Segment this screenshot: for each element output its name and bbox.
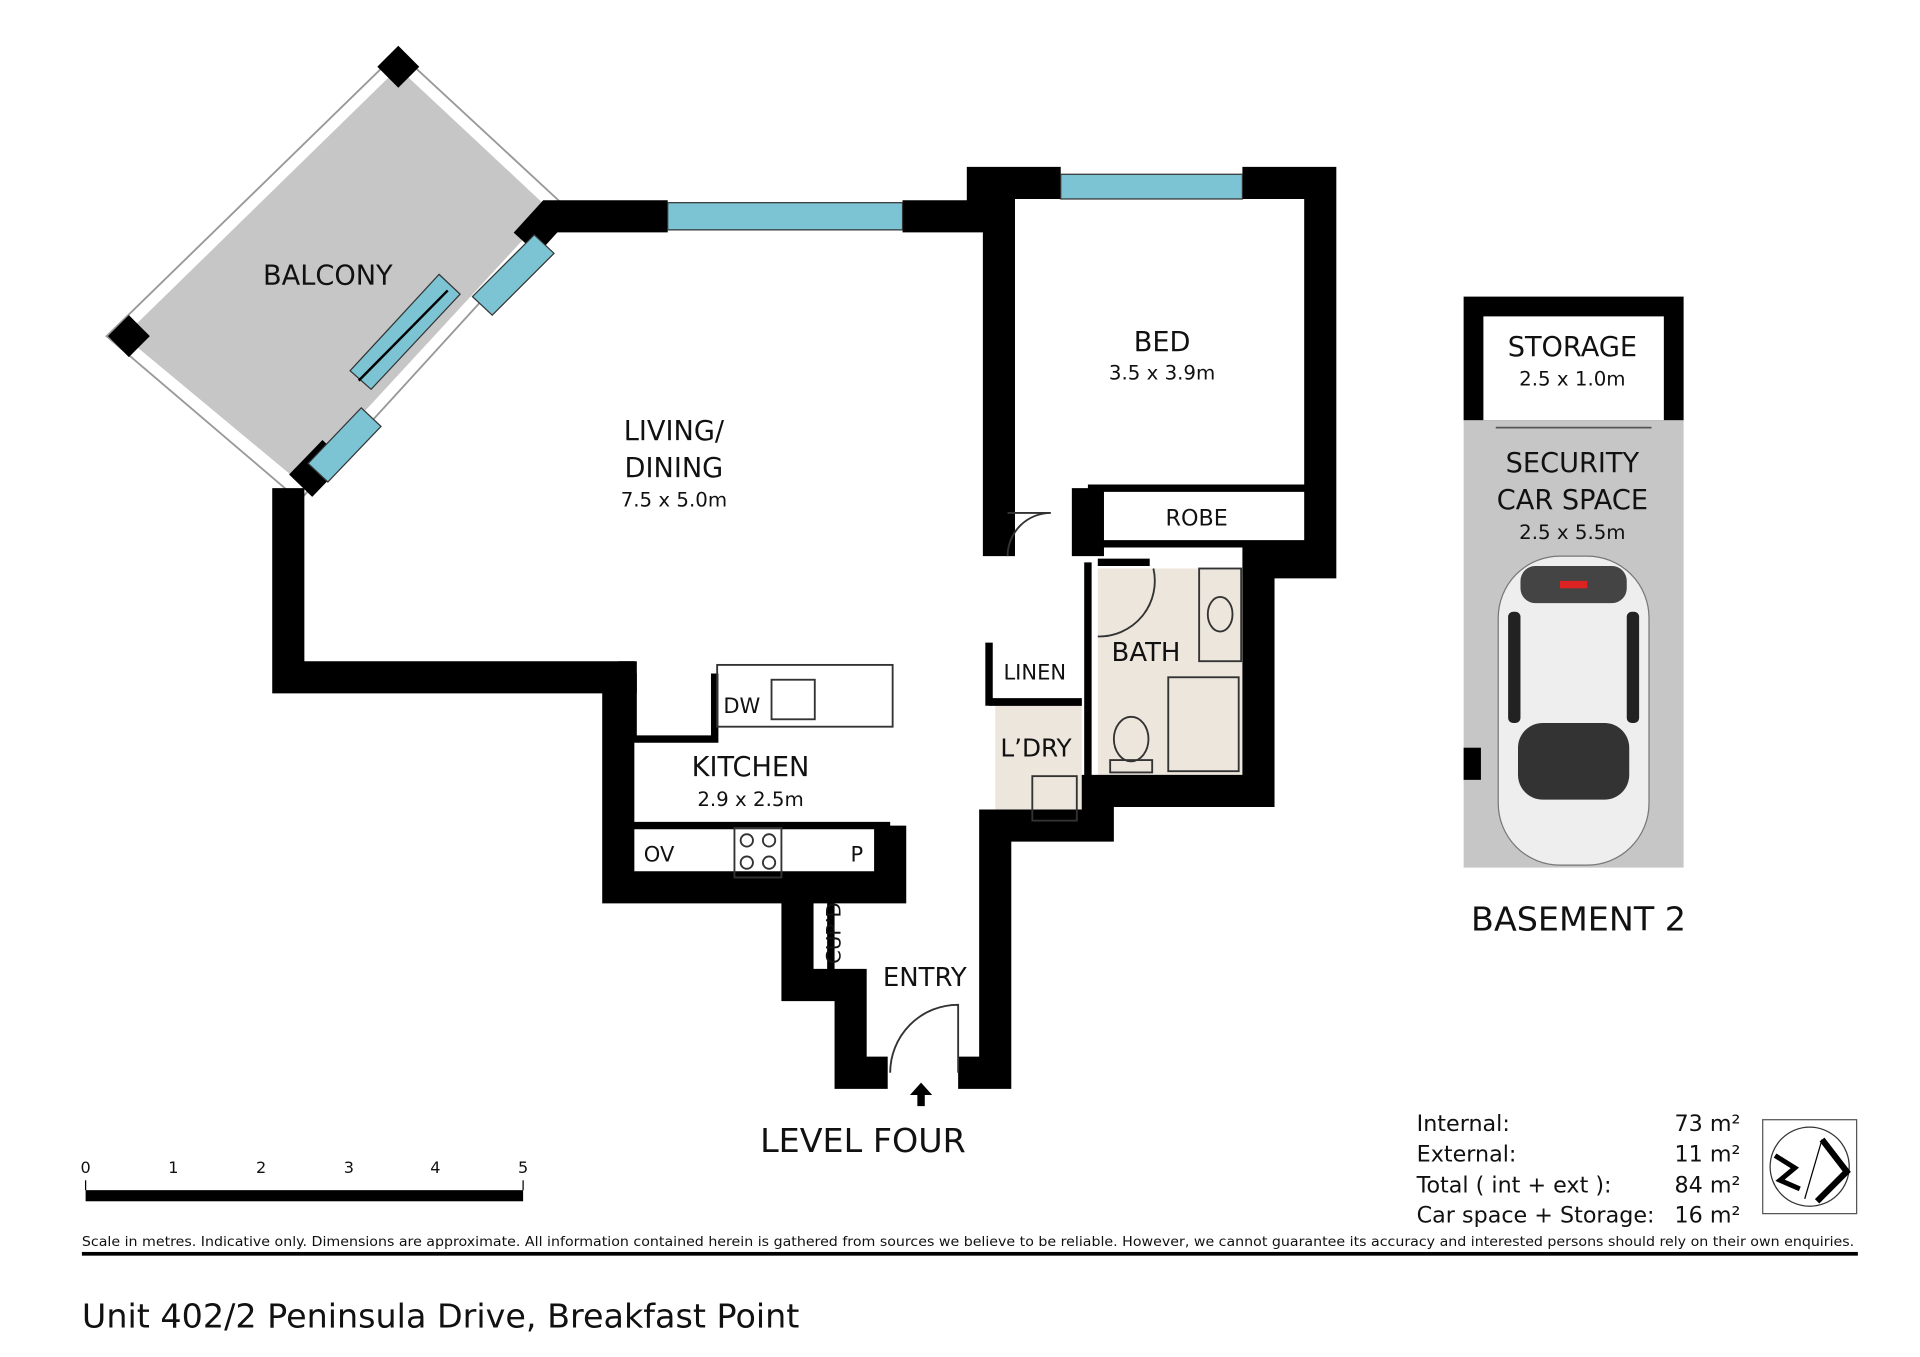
dishwasher-label: DW (723, 693, 760, 718)
bed-dims: 3.5 x 3.9m (1109, 361, 1215, 384)
pantry-label: P (850, 841, 863, 866)
area-label: Total ( int + ext ): (1416, 1173, 1612, 1199)
area-label: External: (1417, 1142, 1517, 1168)
living-dims: 7.5 x 5.0m (621, 489, 727, 512)
cooktop-icon (733, 827, 783, 879)
living-label-2: DINING (625, 453, 724, 484)
bath-door-swing (1097, 568, 1156, 638)
car-label-1: SECURITY (1506, 448, 1640, 479)
laundry-label: L’DRY (1000, 733, 1072, 762)
scale-tick: 3 (344, 1158, 354, 1177)
scale-tick: 0 (81, 1158, 91, 1177)
area-label: Internal: (1417, 1111, 1510, 1137)
car-dims: 2.5 x 5.5m (1519, 521, 1625, 544)
laundry-floor (995, 704, 1082, 826)
living-label-1: LIVING/ (624, 416, 725, 447)
level-label: LEVEL FOUR (760, 1121, 966, 1160)
entry-door-swing (889, 1003, 960, 1073)
entry-arrow-icon (909, 1082, 933, 1095)
toilet-icon (1112, 715, 1150, 763)
kitchen-sink-icon (770, 678, 816, 721)
car-label-2: CAR SPACE (1497, 485, 1648, 516)
storage-area (1483, 316, 1664, 421)
interior-walls (629, 484, 1311, 977)
scale-tick: 5 (518, 1158, 528, 1177)
bed-label: BED (1134, 327, 1191, 358)
storage-label: STORAGE (1508, 332, 1637, 363)
area-value: 73 m² (1675, 1111, 1741, 1137)
bath-floor (1097, 568, 1256, 777)
north-compass-icon (1762, 1119, 1858, 1215)
balcony-area (123, 67, 551, 482)
shower-icon (1167, 676, 1240, 773)
entry-arrow-stem (917, 1093, 925, 1107)
balcony-label: BALCONY (263, 260, 393, 291)
robe-label: ROBE (1166, 505, 1228, 531)
bath-label: BATH (1112, 638, 1181, 668)
entry-label: ENTRY (883, 963, 967, 993)
divider (81, 1251, 1858, 1256)
scale-tick: 1 (168, 1158, 178, 1177)
sliding-door-arrow (357, 289, 449, 382)
car-post (1463, 747, 1481, 780)
area-value: 84 m² (1675, 1173, 1741, 1199)
balcony-post (377, 45, 420, 88)
cupboard-label: CUP’D (823, 902, 846, 964)
kitchen-label: KITCHEN (692, 752, 810, 783)
area-value: 11 m² (1675, 1142, 1741, 1168)
laundry-tub-icon (1031, 775, 1078, 822)
scale-tick: 2 (256, 1158, 266, 1177)
area-label: Car space + Storage: (1417, 1202, 1655, 1228)
scale-tick: 4 (430, 1158, 440, 1177)
oven-label: OV (644, 841, 675, 866)
storage-dims: 2.5 x 1.0m (1519, 368, 1625, 391)
door-swing (1006, 511, 1051, 557)
disclaimer: Scale in metres. Indicative only. Dimens… (82, 1234, 1854, 1250)
property-address: Unit 402/2 Peninsula Drive, Breakfast Po… (82, 1296, 799, 1335)
scale-bar: 0 1 2 3 4 5 (81, 1158, 528, 1202)
linen-label: LINEN (1003, 660, 1066, 685)
area-value: 16 m² (1675, 1202, 1741, 1228)
area-table: Internal: 73 m² External: 11 m² Total ( … (1416, 1111, 1741, 1228)
vanity-icon (1198, 567, 1243, 663)
car-icon (1497, 555, 1650, 866)
basement-label: BASEMENT 2 (1471, 900, 1686, 939)
fixtures (716, 511, 1243, 1073)
kitchen-dims: 2.9 x 2.5m (697, 788, 803, 811)
